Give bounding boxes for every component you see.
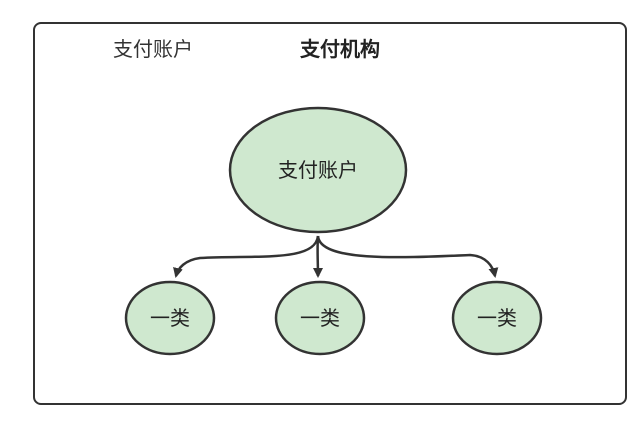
child-node-3-shape [451,280,543,356]
root-node: 支付账户 [228,106,408,234]
edge-root-to-child-1 [173,235,320,278]
child-node-2-label: 一类 [300,306,340,330]
header-label: 支付账户 [113,37,193,61]
child-node-1-shape [124,280,216,356]
child-node-3-label: 一类 [477,306,517,330]
child-node-2: 一类 [274,280,366,356]
root-node-shape [228,106,408,234]
child-node-1-label: 一类 [150,306,190,330]
child-node-3: 一类 [451,280,543,356]
child-node-2-shape [274,280,366,356]
diagram-title: 支付机构 [300,37,380,61]
root-node-label: 支付账户 [278,158,358,182]
edge-root-to-child-3 [316,235,499,278]
child-node-1: 一类 [124,280,216,356]
